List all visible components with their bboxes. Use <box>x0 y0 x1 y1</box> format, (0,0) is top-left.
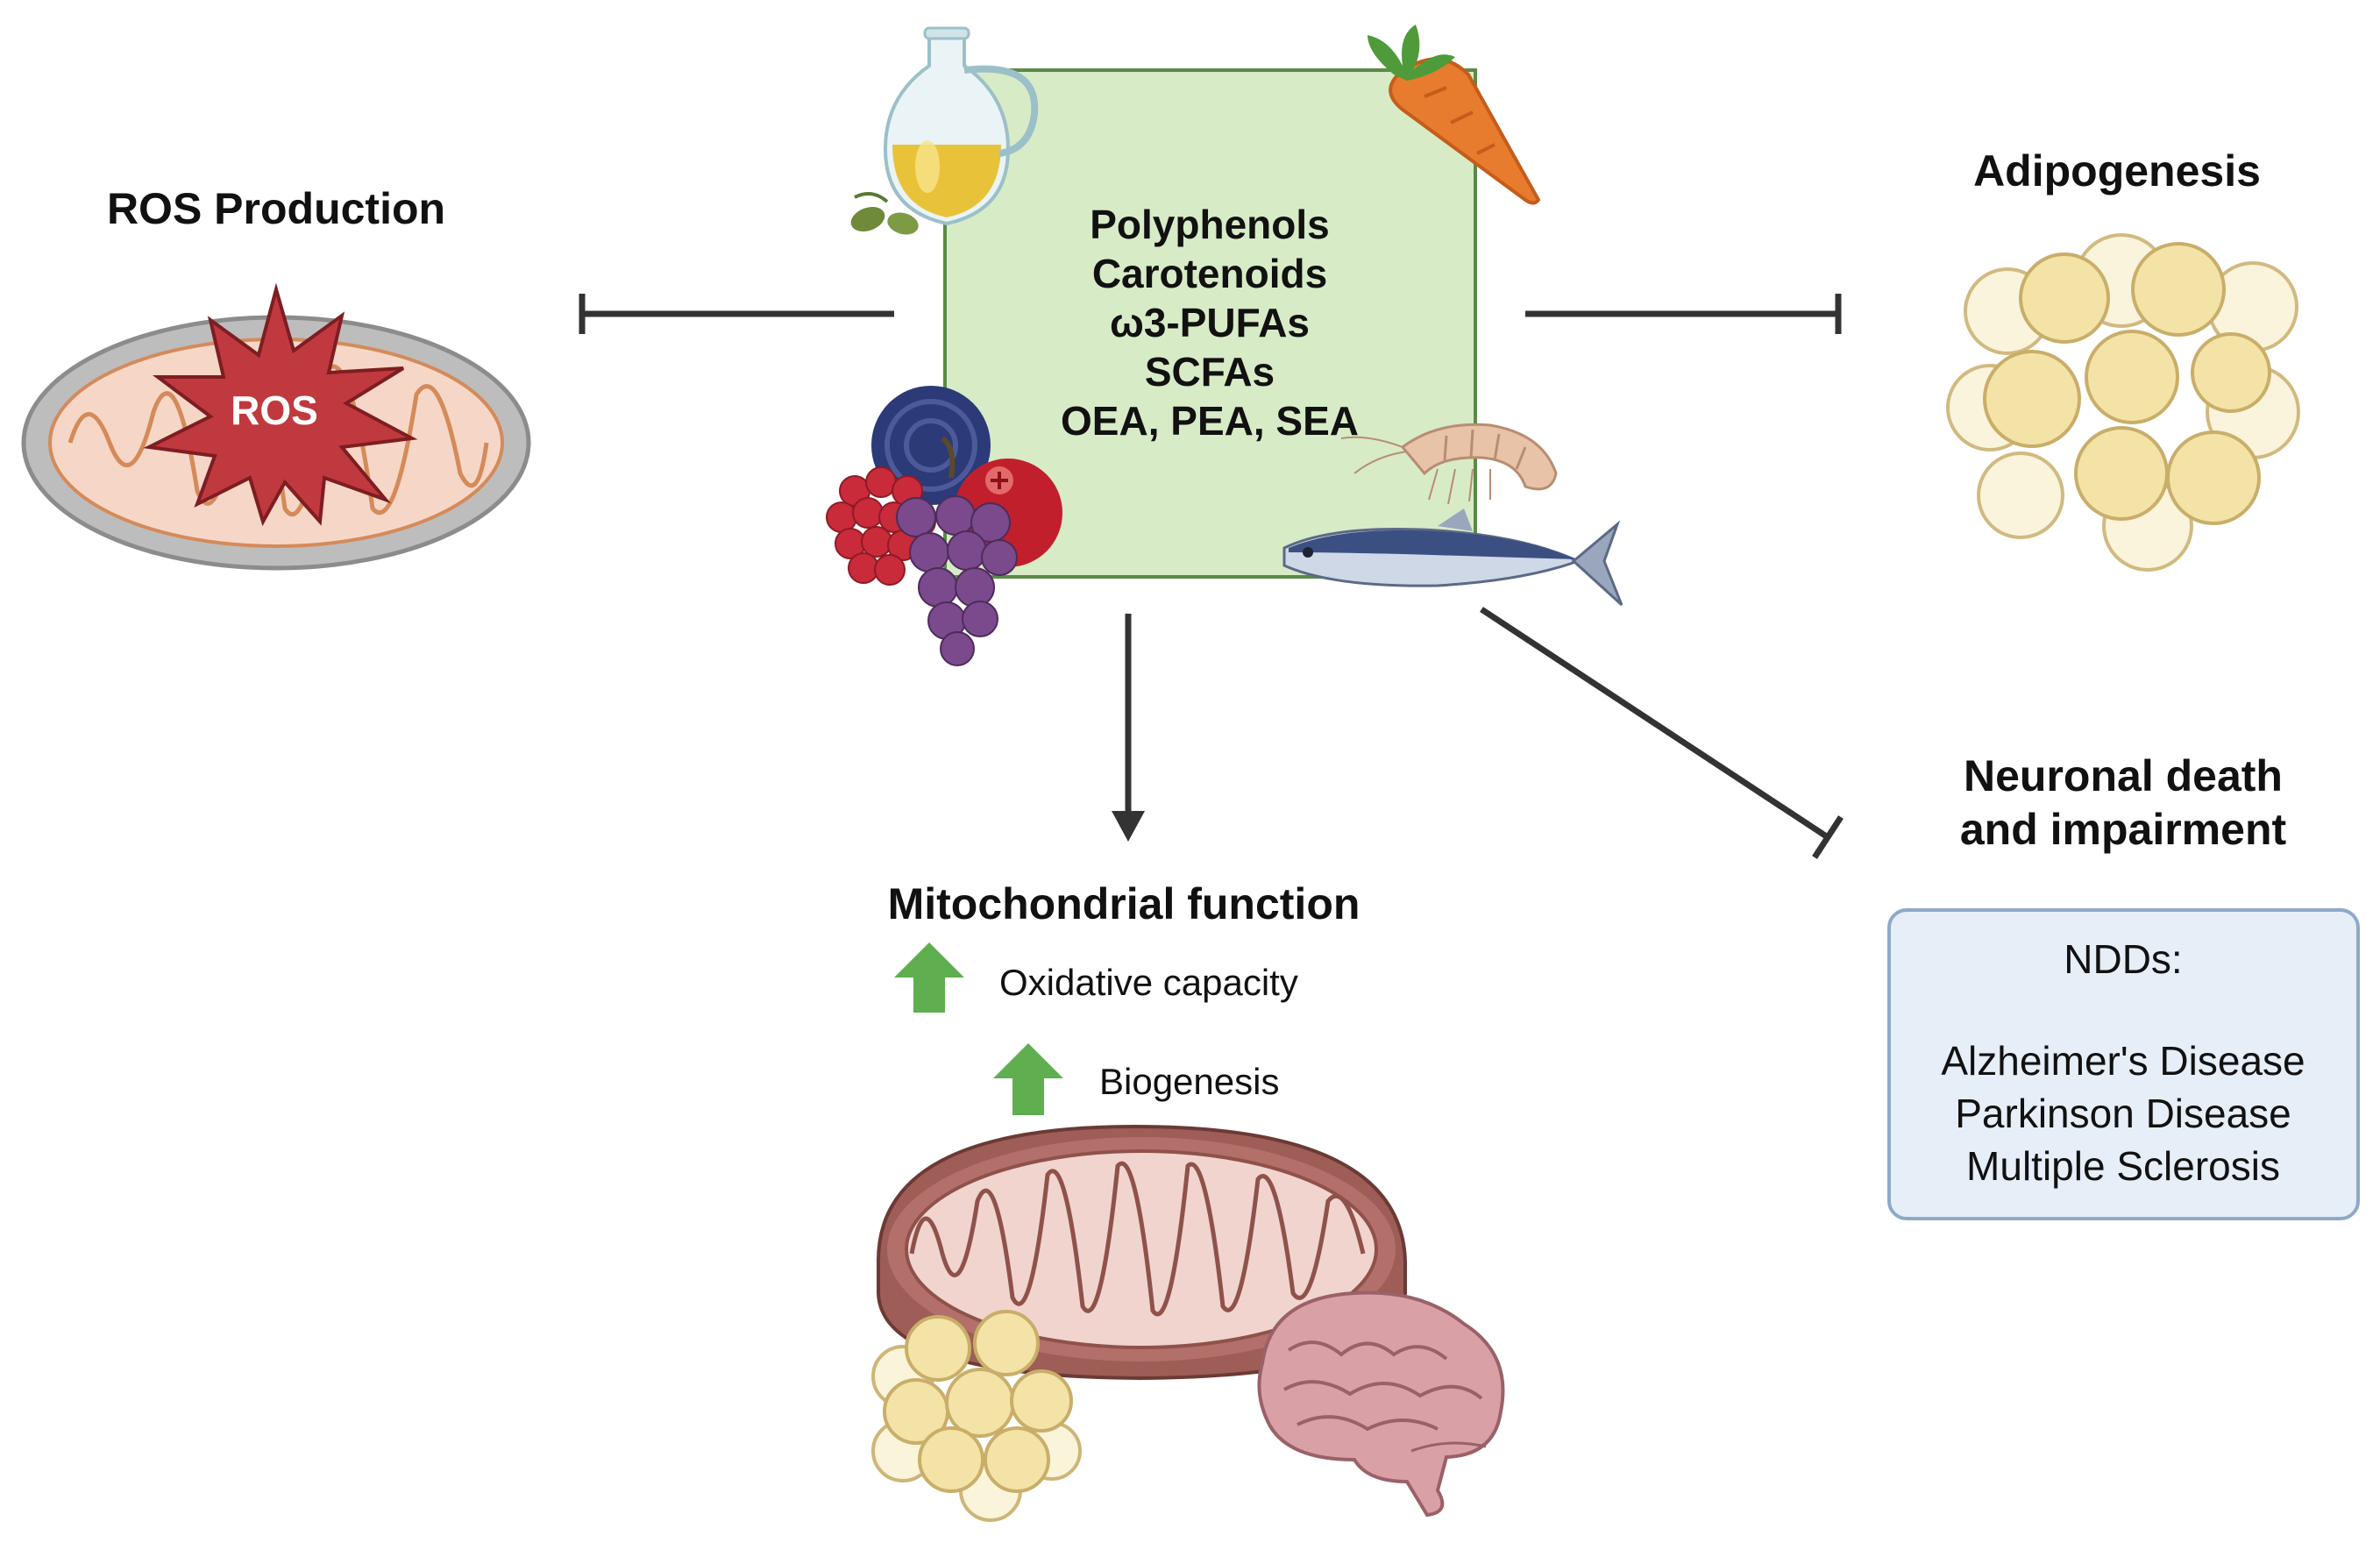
up-arrow-icon-biogenesis <box>993 1043 1063 1115</box>
adipocyte-cluster-icon <box>1946 233 2300 572</box>
biogenesis-label: Biogenesis <box>1099 1061 1279 1102</box>
neuronal-title-line2: and impairment <box>1960 805 2287 854</box>
adipocyte-cluster-small-icon <box>871 1310 1082 1522</box>
fish-icon <box>1282 508 1623 607</box>
ros-burst-icon: ROS <box>143 282 418 527</box>
compound-scfas: SCFAs <box>1145 349 1275 395</box>
up-arrow-icon-oxidative <box>894 942 964 1013</box>
shrimp-icon <box>1340 423 1558 505</box>
inhibition-arrow-adipogenesis <box>1525 294 1842 334</box>
inhibition-arrow-ros <box>579 294 894 334</box>
ndd-box: NDDs: Alzheimer's Disease Parkinson Dise… <box>1887 908 2360 1220</box>
ros-badge-label: ROS <box>231 388 318 433</box>
compound-oea-pea-sea: OEA, PEA, SEA <box>1061 398 1359 444</box>
carrot-icon <box>1368 25 1541 205</box>
ndd-heading: NDDs: <box>2064 936 2182 982</box>
grapes-icon <box>896 436 1018 666</box>
ndd-disease-ms: Multiple Sclerosis <box>1966 1143 2280 1189</box>
compound-polyphenols: Polyphenols <box>1090 202 1329 247</box>
brain-icon <box>1257 1290 1505 1518</box>
neuronal-title-line1: Neuronal death <box>1964 751 2283 800</box>
mitochondrial-function-title: Mitochondrial function <box>888 879 1361 928</box>
inhibition-arrow-neuronal <box>1480 607 1844 859</box>
compound-list: Polyphenols Carotenoids ω3-PUFAs SCFAs O… <box>1061 202 1359 444</box>
compound-omega3-pufas: ω3-PUFAs <box>1110 300 1310 345</box>
activation-arrow-mitochondrial <box>1112 614 1145 842</box>
ndd-disease-parkinson: Parkinson Disease <box>1955 1091 2291 1136</box>
ros-production-title: ROS Production <box>107 184 445 233</box>
olive-oil-jug-icon <box>850 26 1039 235</box>
compound-carotenoids: Carotenoids <box>1092 251 1327 296</box>
mitochondrion-large-icon <box>876 1124 1407 1381</box>
oxidative-capacity-label: Oxidative capacity <box>999 962 1298 1003</box>
adipogenesis-title: Adipogenesis <box>1973 146 2261 196</box>
ndd-disease-alzheimers: Alzheimer's Disease <box>1941 1038 2305 1084</box>
